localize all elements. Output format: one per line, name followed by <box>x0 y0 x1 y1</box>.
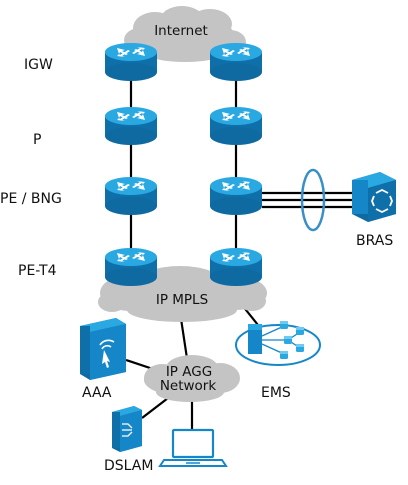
laptop-icon <box>158 428 228 467</box>
row-label-igw: IGW <box>24 57 53 73</box>
aaa-server-icon <box>80 318 126 380</box>
device-label-ems: EMS <box>261 385 291 401</box>
cloud-label-network: Network <box>159 378 217 394</box>
link-bundle-ring <box>300 168 326 232</box>
device-label-bras: BRAS <box>356 233 394 249</box>
cloud-icon <box>144 355 240 402</box>
router-icon <box>210 43 262 81</box>
router-icon <box>105 177 157 215</box>
cloud-icon <box>124 6 246 62</box>
router-icon <box>105 43 157 81</box>
router-icon <box>210 107 262 145</box>
row-label-pe-bng: PE / BNG <box>0 191 62 207</box>
router-icon <box>105 248 157 286</box>
router-icon <box>105 107 157 145</box>
cloud-label-ip-mpls: IP MPLS <box>155 292 209 308</box>
device-label-aaa: AAA <box>82 385 112 401</box>
row-label-p: P <box>33 132 42 148</box>
cloud-label-internet: Internet <box>154 23 208 39</box>
row-label-pe-t4: PE-T4 <box>18 263 57 279</box>
dslam-icon <box>112 406 142 452</box>
router-icon <box>210 177 262 215</box>
router-icon <box>210 248 262 286</box>
device-label-dslam: DSLAM <box>104 458 154 474</box>
bras-icon <box>352 172 396 222</box>
cloud-label-ip-agg: IP AGG <box>165 364 213 380</box>
ems-icon <box>235 321 321 366</box>
